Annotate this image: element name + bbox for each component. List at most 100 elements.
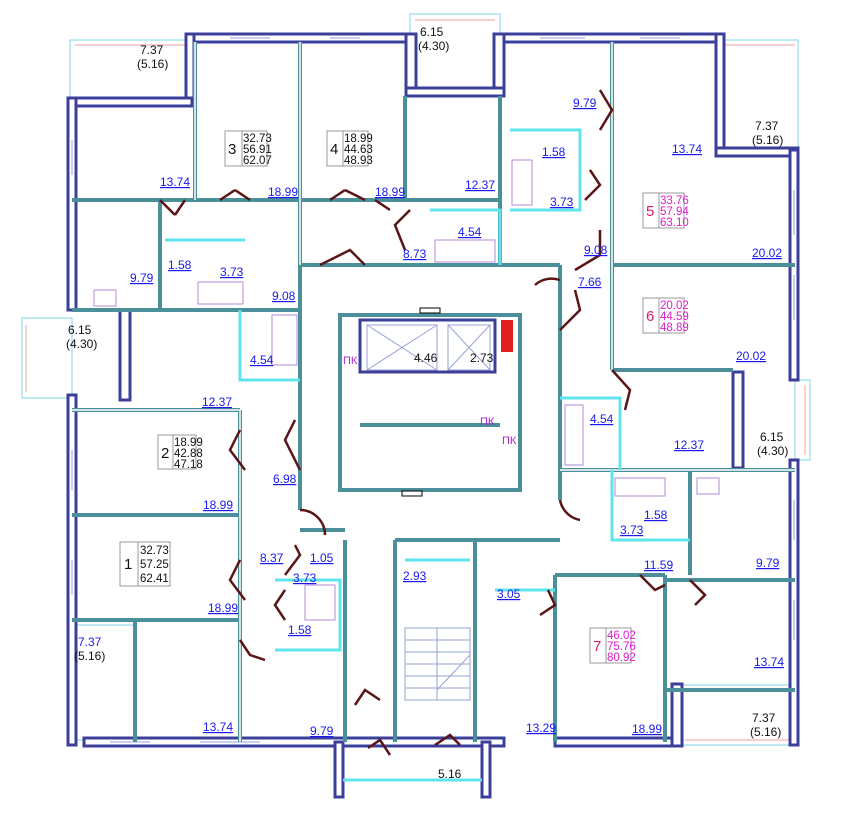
room-area: 9.79 <box>130 271 154 285</box>
fire-hose-label: ПК <box>343 355 358 367</box>
room-area: 13.29 <box>526 721 556 735</box>
apartment-7-info: 7 46.02 75.76 80.92 <box>589 627 636 664</box>
room-area: 9.08 <box>272 289 296 303</box>
balcony-area: 7.37 <box>78 635 102 649</box>
plumbing-fixtures <box>93 159 720 621</box>
room-area: 18.99 <box>375 185 405 199</box>
room-area: 8.73 <box>403 247 427 261</box>
total-area: 57.25 <box>140 559 169 571</box>
apartment-number: 6 <box>646 308 654 325</box>
room-area: 18.99 <box>208 601 238 615</box>
room-area: 3.73 <box>620 523 644 537</box>
partitions <box>72 42 795 742</box>
room-area: 1.58 <box>288 623 312 637</box>
outer-walls <box>66 32 800 799</box>
elevator-labels: 4.46 2.73 ПК ПК ПК <box>343 351 517 447</box>
apartment-number: 7 <box>593 638 601 655</box>
room-area: 1.58 <box>644 508 668 522</box>
apartment-6-info: 6 20.02 44.59 48.89 <box>642 297 689 334</box>
room-area: 6.98 <box>273 472 297 486</box>
balcony-reduced-area: (5.16) <box>137 57 168 71</box>
apartment-5-info: 5 33.76 57.94 63.10 <box>642 192 689 229</box>
room-area: 4.54 <box>590 412 614 426</box>
staircase <box>404 627 471 701</box>
room-area: 9.79 <box>756 556 780 570</box>
room-area: 18.99 <box>632 722 662 736</box>
room-area: 8.37 <box>260 551 284 565</box>
room-area: 13.74 <box>754 655 784 669</box>
apartment-2-info: 2 18.99 42.88 47.18 <box>157 434 203 471</box>
room-area: 13.74 <box>160 175 190 189</box>
living-area: 20.02 <box>660 300 689 312</box>
balcony-reduced-area: (5.16) <box>750 725 781 739</box>
living-area: 46.02 <box>607 630 636 642</box>
room-area: 4.54 <box>250 353 274 367</box>
room-area: 4.54 <box>458 225 482 239</box>
total-area-with-balcony: 63.10 <box>660 217 689 229</box>
room-area: 12.37 <box>465 178 495 192</box>
room-area: 2.93 <box>403 569 427 583</box>
door-swings <box>159 89 707 756</box>
balcony-area: 6.15 <box>68 323 92 337</box>
room-area: 3.73 <box>293 571 317 585</box>
room-area: 13.74 <box>203 720 233 734</box>
room-area: 3.73 <box>220 265 244 279</box>
elevator-area: 4.46 <box>414 351 438 365</box>
balconies <box>21 13 811 746</box>
room-area: 3.73 <box>550 195 574 209</box>
balcony-reduced-area: (4.30) <box>418 39 449 53</box>
room-area-labels: 13.74 18.99 18.99 12.37 4.54 8.73 9.79 1… <box>130 96 784 738</box>
apartment-number: 5 <box>646 203 654 220</box>
total-area-with-balcony: 48.93 <box>344 155 373 167</box>
balcony-area: 6.15 <box>420 25 444 39</box>
total-area-with-balcony: 62.41 <box>140 573 169 585</box>
apartment-4-info: 4 18.99 44.63 48.93 <box>326 130 373 167</box>
total-area: 44.63 <box>344 144 373 156</box>
fire-hose-label: ПК <box>480 416 495 428</box>
living-area: 18.99 <box>174 437 203 449</box>
balcony-reduced-area: (5.16) <box>752 133 783 147</box>
elevator-block <box>338 307 522 497</box>
balcony-reduced-area: (4.30) <box>757 444 788 458</box>
apartment-3-info: 3 32.73 56.91 62.07 <box>224 130 272 167</box>
total-area-with-balcony: 80.92 <box>607 652 636 664</box>
room-area: 9.08 <box>584 243 608 257</box>
total-area-with-balcony: 47.18 <box>174 459 203 471</box>
room-area: 7.66 <box>578 275 602 289</box>
total-area-with-balcony: 48.89 <box>660 322 689 334</box>
room-area: 1.58 <box>542 145 566 159</box>
balcony-area: 7.37 <box>140 43 164 57</box>
total-area: 75.76 <box>607 641 636 653</box>
room-area: 9.79 <box>310 724 334 738</box>
total-area: 57.94 <box>660 206 689 218</box>
living-area: 33.76 <box>660 195 689 207</box>
room-area: 11.59 <box>644 558 673 572</box>
balcony-reduced-area: (4.30) <box>66 337 97 351</box>
balcony-reduced-area: (5.16) <box>74 649 105 663</box>
total-area: 42.88 <box>174 448 203 460</box>
room-area: 20.02 <box>752 246 782 260</box>
room-area: 18.99 <box>203 498 233 512</box>
apartment-1-info: 1 32.73 57.25 62.41 <box>119 541 171 587</box>
apartment-number: 3 <box>228 141 236 158</box>
living-area: 32.73 <box>140 545 169 557</box>
total-area: 56.91 <box>243 144 272 156</box>
entrance-area: 5.16 <box>438 767 462 781</box>
room-area: 20.02 <box>736 349 766 363</box>
room-area: 9.79 <box>573 96 597 110</box>
room-area: 1.58 <box>168 258 192 272</box>
elevator-area: 2.73 <box>470 351 494 365</box>
apartment-number: 4 <box>330 141 338 158</box>
room-area: 1.05 <box>310 551 334 565</box>
living-area: 32.73 <box>243 133 272 145</box>
living-area: 18.99 <box>344 133 373 145</box>
total-area-with-balcony: 62.07 <box>243 155 272 167</box>
apartment-number: 2 <box>161 445 169 462</box>
balcony-area: 7.37 <box>755 119 779 133</box>
room-area: 12.37 <box>674 438 704 452</box>
room-area: 3.05 <box>497 587 521 601</box>
room-area: 12.37 <box>202 395 232 409</box>
fire-hose-label: ПК <box>502 435 517 447</box>
apartment-number: 1 <box>124 556 132 573</box>
